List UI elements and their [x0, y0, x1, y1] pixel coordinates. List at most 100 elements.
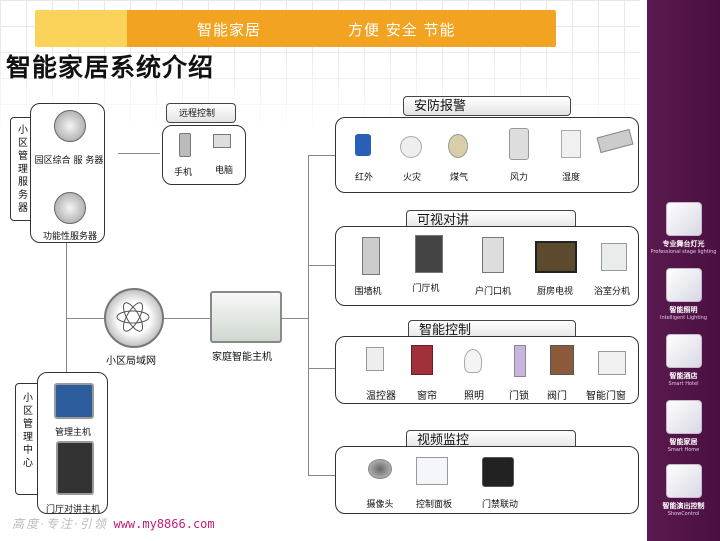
center-item2-label: 门厅对讲主机 — [38, 502, 108, 515]
door-unit-icon — [482, 237, 504, 273]
center-item1-label: 管理主机 — [40, 425, 106, 438]
sidebar-item-sublabel: ShowControl — [647, 511, 720, 517]
atom-icon — [106, 290, 162, 346]
intercom-item-label: 浴室分机 — [589, 284, 635, 297]
banner-bar: 智能家居 方便 安全 节能 — [127, 10, 556, 47]
home-host-icon — [210, 291, 282, 343]
intercom-item-label: 厨房电视 — [531, 284, 579, 297]
sidebar-item-stage-lighting[interactable]: 专业舞台灯光 Professional stage lighting — [647, 202, 720, 255]
sidebar-item-lighting[interactable]: 智能照明 Intelligent Lighting — [647, 268, 720, 321]
stage-lighting-icon — [666, 202, 702, 236]
security-item-label: 煤气 — [443, 170, 475, 183]
sidebar-item-label: 智能酒店 — [647, 371, 720, 381]
lan-label: 小区局域网 — [96, 352, 166, 367]
footer-url[interactable]: www.my8866.com — [113, 517, 214, 531]
sidebar-item-label: 智能照明 — [647, 305, 720, 315]
control-item-label: 窗帘 — [411, 387, 443, 402]
sidebar-item-sublabel: Professional stage lighting — [647, 249, 720, 255]
sidebar-item-sublabel: Intelligent Lighting — [647, 315, 720, 321]
video-item-label: 摄像头 — [358, 497, 402, 510]
video-box: 摄像头 控制面板 门禁联动 — [335, 446, 639, 514]
right-sidebar: 专业舞台灯光 Professional stage lighting 智能照明 … — [647, 0, 720, 541]
intercom-item-label: 门厅机 — [406, 281, 446, 294]
pc-label: 电脑 — [207, 163, 241, 176]
door-magnet-icon — [597, 129, 634, 153]
control-box: 温控器 窗帘 照明 门锁 阀门 智能门窗 — [335, 336, 639, 404]
banner-left-text: 智能家居 — [197, 19, 261, 40]
infrared-sensor-icon — [355, 134, 371, 156]
thermostat-icon — [366, 347, 384, 371]
access-control-icon — [482, 457, 514, 487]
camera-icon — [368, 459, 392, 479]
connector-line — [308, 368, 335, 369]
connector-line — [162, 318, 210, 319]
connector-line — [308, 155, 309, 475]
security-item-label: 湿度 — [554, 170, 588, 183]
host-label: 家庭智能主机 — [212, 352, 272, 363]
lobby-unit-icon — [415, 235, 443, 273]
curtain-icon — [411, 345, 433, 375]
computer-icon — [213, 134, 231, 148]
smoke-detector-icon — [400, 136, 422, 158]
remote-box: 手机 电脑 — [162, 125, 246, 185]
door-intercom-host-icon — [56, 441, 94, 495]
connector-line — [66, 240, 67, 385]
top-banner: 智能家居 方便 安全 节能 — [35, 10, 556, 47]
video-item-label: 门禁联动 — [476, 497, 524, 510]
sidebar-item-label: 智能家居 — [647, 437, 720, 447]
server-icon — [54, 110, 86, 142]
center-group-box: 管理主机 门厅对讲主机 — [37, 372, 108, 514]
control-item-label: 照明 — [459, 387, 489, 402]
control-item-label: 温控器 — [361, 387, 401, 402]
sidebar-item-sublabel: Smart Home — [647, 447, 720, 453]
banner-accent — [35, 10, 127, 47]
security-title: 安防报警 — [403, 96, 571, 116]
sidebar-item-smart-home[interactable]: 智能家居 Smart Home — [647, 400, 720, 453]
wind-sensor-icon — [509, 128, 529, 160]
gas-detector-icon — [448, 134, 468, 158]
connector-line — [66, 318, 106, 319]
remote-title: 远程控制 — [166, 103, 236, 123]
connector-line — [278, 318, 308, 319]
bathroom-unit-icon — [601, 243, 627, 271]
page-title: 智能家居系统介绍 — [6, 48, 214, 84]
connector-line — [308, 475, 335, 476]
banner-right-text: 方便 安全 节能 — [348, 19, 456, 40]
sidebar-item-show-control[interactable]: 智能演出控制 ShowControl — [647, 464, 720, 517]
hotel-icon — [666, 334, 702, 368]
sidebar-item-label: 智能演出控制 — [647, 501, 720, 511]
lightbulb-icon — [666, 268, 702, 302]
smart-window-icon — [598, 351, 626, 375]
kitchen-tv-icon — [535, 241, 577, 273]
door-lock-icon — [514, 345, 526, 377]
server-vertical-label: 小区管理服务器 — [16, 124, 30, 215]
control-item-label: 阀门 — [542, 387, 572, 402]
intercom-item-label: 围墙机 — [348, 284, 388, 297]
center-vertical-label: 小区管理中心 — [21, 392, 35, 470]
connector-line — [118, 153, 160, 154]
security-item-label: 风力 — [503, 170, 535, 183]
server-icon — [54, 192, 86, 224]
security-box: 红外 火灾 煤气 风力 湿度 — [335, 117, 639, 193]
security-item-label: 红外 — [348, 170, 380, 183]
control-panel-icon — [416, 457, 448, 485]
intercom-item-label: 户门口机 — [469, 284, 517, 297]
connector-line — [308, 155, 335, 156]
sidebar-item-hotel[interactable]: 智能酒店 Smart Hotel — [647, 334, 720, 387]
humidity-sensor-icon — [561, 130, 581, 158]
sidebar-item-label: 专业舞台灯光 — [647, 239, 720, 249]
control-item-label: 智能门窗 — [581, 387, 631, 402]
valve-icon — [550, 345, 574, 375]
mobile-phone-icon — [179, 133, 191, 157]
security-item-label: 火灾 — [396, 170, 428, 183]
network-hub-icon — [104, 288, 164, 348]
connector-line — [308, 265, 335, 266]
server-item2-label: 功能性服务器 — [35, 229, 105, 242]
show-control-icon — [666, 464, 702, 498]
control-item-label: 门锁 — [504, 387, 534, 402]
footer-slogan: 高度·专注·引领 — [12, 517, 108, 531]
footer: 高度·专注·引领 www.my8866.com — [12, 515, 215, 532]
management-host-icon — [54, 383, 94, 419]
intercom-box: 围墙机 门厅机 户门口机 厨房电视 浴室分机 — [335, 226, 639, 306]
server-group-box: 园区综合 服 务器 功能性服务器 — [30, 103, 105, 243]
